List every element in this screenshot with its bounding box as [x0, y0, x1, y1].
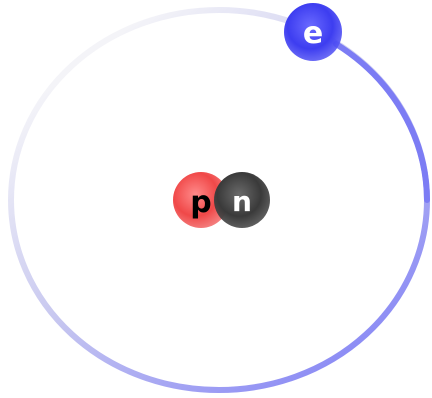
orbit-trail: [333, 41, 430, 203]
proton-label: p: [190, 185, 211, 220]
neutron-label: n: [232, 185, 252, 218]
neutron: n: [214, 172, 270, 228]
electron: e: [284, 3, 342, 61]
electron-label: e: [303, 16, 323, 51]
proton: p: [173, 172, 229, 228]
nucleus: p n: [173, 172, 270, 228]
